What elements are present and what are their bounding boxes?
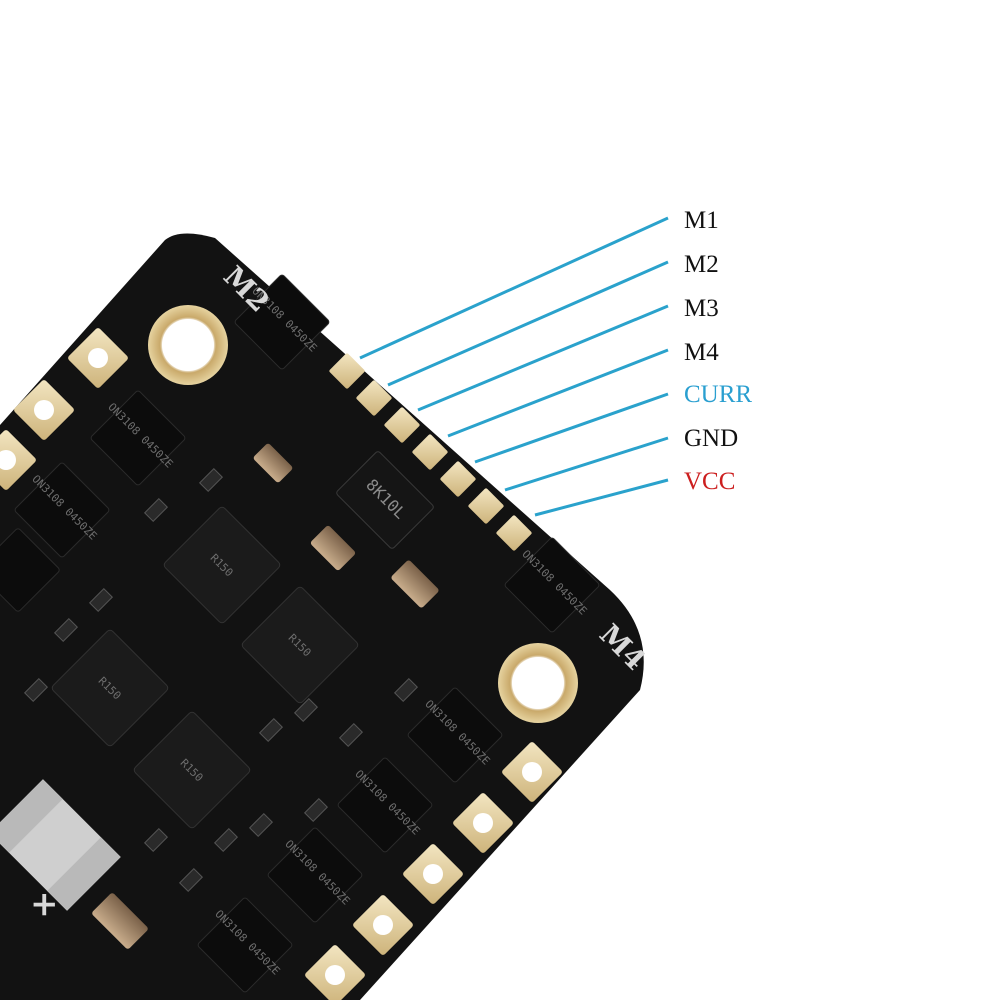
- mounting-holes: [148, 305, 578, 723]
- label-m4: M4: [684, 339, 719, 366]
- label-m1: M1: [684, 207, 719, 234]
- regulator-chip: 8K10L: [336, 451, 434, 549]
- motor-pads-left: [0, 328, 128, 490]
- label-m3: M3: [684, 295, 719, 322]
- mosfet-chips: ON3108 0450ZE ON3108 0450ZE ON3108 0450Z…: [0, 274, 600, 993]
- shunt-resistor: [0, 779, 121, 911]
- label-m2: M2: [684, 251, 719, 278]
- label-gnd: GND: [684, 425, 738, 452]
- connector-labels: M1 M2 M3 M4 CURR GND VCC: [684, 207, 752, 495]
- motor-pads-bottom: [305, 742, 562, 1000]
- label-vcc: VCC: [684, 468, 735, 495]
- driver-ics: R150 R150 R150 R150: [51, 506, 359, 829]
- connector-pads: [329, 353, 532, 551]
- leader-lines: [359, 216, 669, 517]
- silkscreen-plus: +: [30, 884, 59, 924]
- label-curr: CURR: [684, 381, 752, 408]
- passive-components: [23, 443, 439, 949]
